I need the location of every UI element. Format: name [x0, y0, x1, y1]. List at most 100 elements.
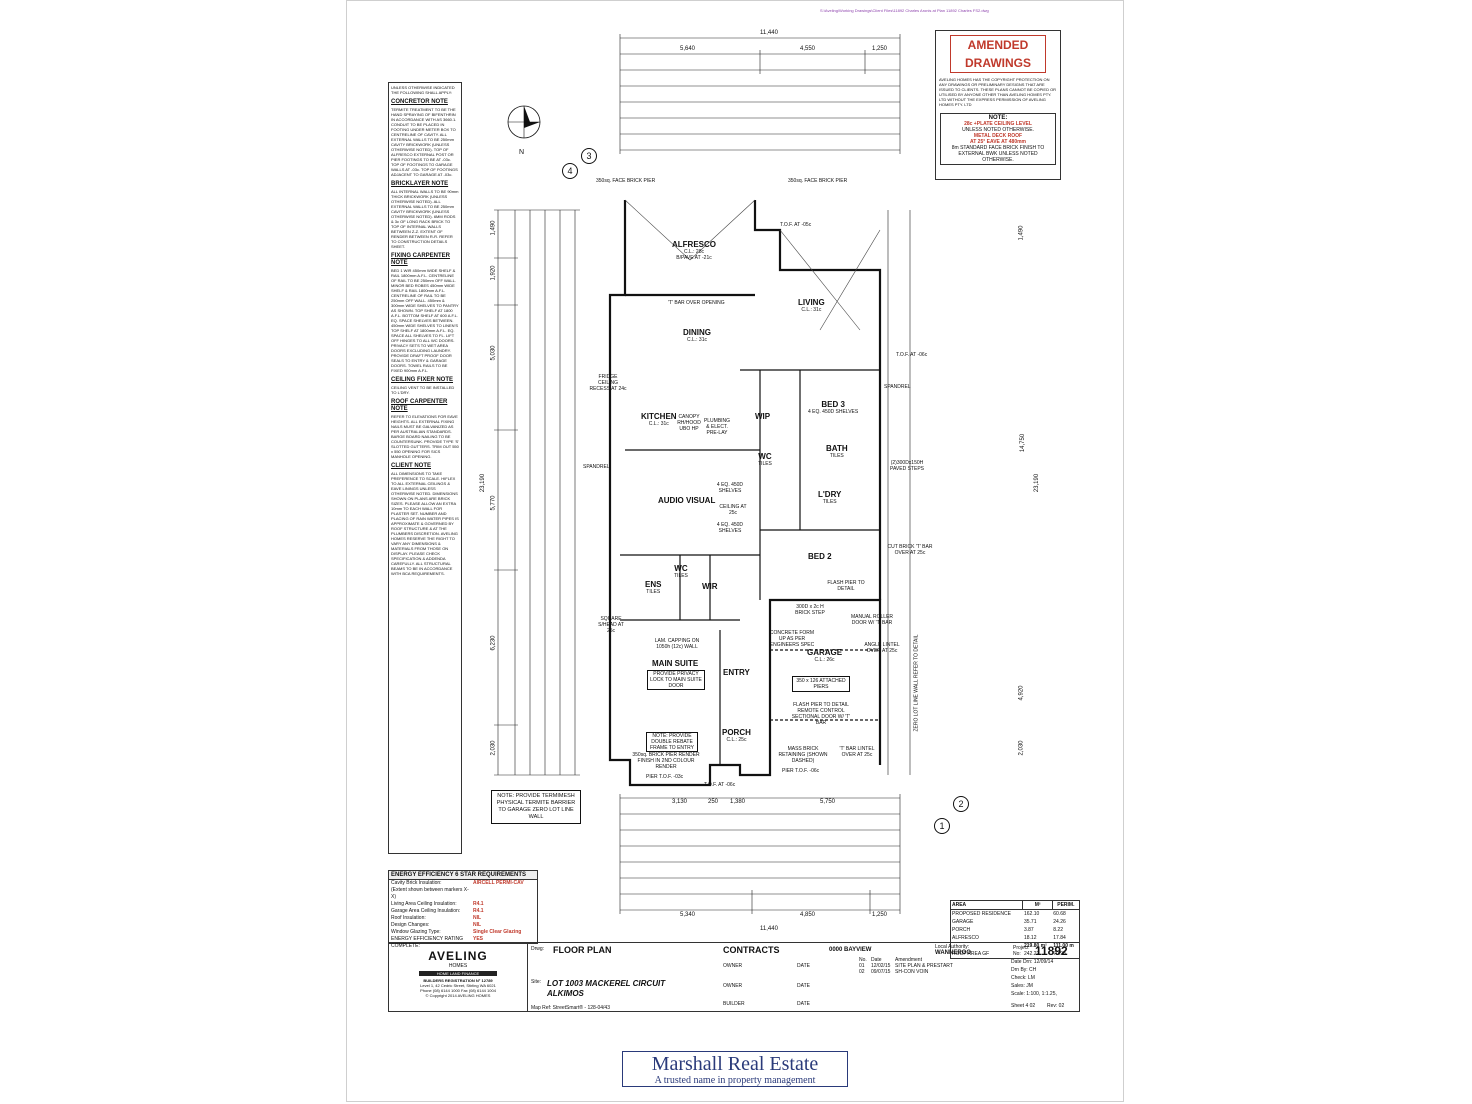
room-wip: WIP [755, 412, 771, 421]
room-main-suite: MAIN SUITE [652, 659, 699, 668]
note-title-concretor: CONCRETOR NOTE [391, 99, 448, 105]
cut-brick-label: CUT BRICK 'T' BAR OVER AT 25c [887, 544, 933, 556]
realestate-logo: Marshall Real Estate A trusted name in p… [622, 1051, 848, 1087]
render-pier-label: 350sq. BRICK PIER RENDER FINISH IN 2ND C… [632, 752, 700, 770]
left-dimension-lines [494, 209, 580, 776]
lam-capping-label: LAM. CAPPING ON 1050h (12c) WALL [654, 638, 700, 650]
company-address: Level 1, 42 Cedric Street, Stirling WA 6… [420, 983, 496, 988]
north-label: N [519, 149, 525, 156]
flash-pier-label: FLASH PIER TO DETAIL [827, 580, 865, 592]
north-arrow-icon [507, 105, 541, 139]
owner-label-2: OWNER [723, 983, 743, 989]
date-drawn: Date Drn: 12/09/14 [1011, 959, 1054, 965]
note-text-concretor: TERMITE TREATMENT TO BE THE HAND SPRAYIN… [391, 107, 458, 177]
amend-row-1-no: 01 [859, 963, 865, 969]
note-line-2: UNLESS NOTED OTHERWISE. [962, 127, 1034, 133]
right-dim-2: 4,920 [1018, 685, 1025, 701]
bottom-dim-3: 1,250 [872, 912, 888, 918]
room-bed-2: BED 2 [808, 552, 832, 561]
left-dim-3: 5,770 [490, 495, 497, 511]
amend-row-2-date: 09/07/15 [871, 969, 891, 975]
note-title-fixing: FIXING CARPENTER NOTE [391, 253, 451, 266]
note-title-roof: ROOF CARPENTER NOTE [391, 399, 448, 412]
energy-row: Roof Insulation:NIL [391, 915, 482, 921]
tof-label-3: T.O.F. AT -06c [704, 782, 736, 788]
amend-no-header: No. [859, 957, 867, 963]
canopy-label: CANOPY RH/HOOD UBO HP [677, 414, 701, 432]
project-number: 11892 [1035, 944, 1068, 958]
attached-piers-label: 350 x 126 ATTACHED PIERS [792, 676, 850, 692]
exterior-walls [608, 200, 882, 787]
note-text-ceiling: CEILING VENT TO BE INSTALLED TO L'DRY. [391, 385, 455, 395]
energy-row: Window Glazing Type:Single Clear Glazing [391, 929, 522, 935]
ceiling-25-label: CEILING AT 25c [719, 504, 747, 516]
drawn-by: Drn By: CH [1011, 967, 1037, 973]
mass-brick-label: MASS BRICK RETAINING (SHOWN DASHED) [778, 746, 828, 764]
right-dimension-lines [887, 210, 911, 775]
note-line-1: 28c +PLATE CEILING LEVEL [964, 121, 1032, 127]
note-line-5: 8m STANDARD FACE BRICK FINISH TO EXTERNA… [951, 145, 1045, 163]
pier-tof-label: PIER T.O.F. -03c [646, 774, 684, 780]
plan-sheet [346, 0, 1124, 1102]
note-heading: NOTE: [988, 115, 1008, 121]
title-block: AVELING HOMES HOME LAND FINANCE BUILDERS… [388, 942, 1080, 1012]
sheet: Sheet 4 02 [1011, 1003, 1036, 1009]
company-copyright: © Copyright 2014 AVELING HOMES [425, 993, 491, 998]
company-phone: Phone (08) 6144 1000 Fax (08) 6144 1004 [420, 988, 496, 993]
tof-label-2: T.O.F. AT -06c [896, 352, 928, 358]
date-label-2: DATE [797, 983, 810, 989]
note-text-roof: REFER TO ELEVATIONS FOR EAVE HEIGHTS. AL… [391, 414, 459, 459]
left-overall-dim: 23,190 [480, 473, 487, 493]
square-head-label: SQUARE S/HEAD AT 25c [598, 616, 624, 634]
copyright-text: AVELING HOMES HAS THE COPYRIGHT PROTECTI… [939, 77, 1057, 107]
energy-row: ENERGY EFFICIENCY RATING COMPLETE:YES [391, 936, 484, 949]
amend-date-header: Date [871, 957, 882, 963]
realestate-name: Marshall Real Estate [651, 1053, 819, 1075]
bottom-overall-dim: 11,440 [760, 926, 778, 932]
left-dim-2: 6,230 [490, 635, 497, 651]
site-line-2: ALKIMOS [547, 989, 584, 998]
energy-row: Cavity Brick Insulation:AIRCELL PERMI-CA… [391, 880, 524, 886]
shelves-label-2: 4 EQ. 450D SHELVES [716, 522, 744, 534]
site-label: Site: [531, 979, 542, 985]
file-path: S:\Aveling\Working Drawings\Client Files… [820, 8, 989, 13]
section-marker-1: 1 [934, 818, 950, 834]
note-title-bricklayer: BRICKLAYER NOTE [391, 181, 449, 187]
note-line-4: AT 25° EAVE AT 480mm [970, 139, 1026, 145]
roller-door-label: MANUAL ROLLER DOOR W/ 'T' BAR [850, 614, 894, 626]
bottom-dimension-lines [619, 794, 901, 914]
bottom-dim-d: 5,750 [820, 799, 836, 805]
alfresco-roof-lines [624, 199, 881, 331]
amended-label: AMENDED DRAWINGS [950, 35, 1046, 73]
date-label-3: DATE [797, 1001, 810, 1007]
note-text-client: ALL DIMENSIONS TO TAKE PREFERENCE TO SCA… [391, 471, 459, 576]
floor-plan-drawing [494, 34, 911, 914]
privacy-lock-note: PROVIDE PRIVACY LOCK TO MAIN SUITE DOOR [647, 670, 705, 690]
builder-label: BUILDER [723, 1001, 745, 1007]
left-dim-6: 1,490 [490, 220, 497, 236]
plumbing-label: PLUMBING & ELECT. PRE-LAY [703, 418, 731, 436]
remote-door-label: FLASH PIER TO DETAIL REMOTE CONTROL SECT… [791, 702, 851, 726]
pier-tof-label-2: PIER T.O.F. -06c [782, 768, 820, 774]
realestate-tagline: A trusted name in property management [654, 1075, 816, 1086]
brand-name: AVELING [428, 949, 488, 963]
room-audio-visual: AUDIO VISUAL [658, 496, 716, 505]
notes-intro: UNLESS OTHERWISE INDICATED THE FOLLOWING… [391, 85, 455, 95]
authority-value: WANNEROO [935, 950, 971, 956]
amend-row-2-no: 02 [859, 969, 865, 975]
contracts-label: CONTRACTS [723, 945, 780, 955]
zero-lot-label: ZERO LOT LINE WALL REFER TO DETAIL [913, 634, 920, 732]
amendment-header: Amendment [895, 957, 922, 963]
